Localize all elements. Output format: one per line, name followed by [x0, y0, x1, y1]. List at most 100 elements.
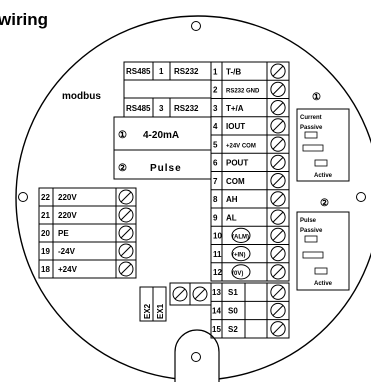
screw-terminal-icon	[270, 81, 286, 97]
screw-terminal-icon	[270, 321, 286, 337]
page-title: wiring	[0, 10, 48, 29]
circled-label-ring	[231, 246, 251, 262]
screw-slot	[120, 263, 132, 275]
terminal-number: 6	[213, 159, 218, 168]
screw-terminal-icon	[118, 189, 134, 205]
rs-cell: 1	[159, 67, 164, 76]
screw-terminal-icon	[118, 207, 134, 223]
terminal-number: 18	[41, 265, 50, 274]
terminal-label: +24V COM	[226, 143, 256, 149]
terminal-label: S2	[228, 325, 238, 334]
terminal-number: 11	[213, 250, 222, 259]
screw-slot	[272, 266, 284, 278]
terminal-label: (0V)	[232, 271, 243, 277]
ex2-label: EX2	[143, 303, 152, 319]
lower-terminal-block: 13 S1 14 S0 15 S2	[210, 282, 290, 339]
terminal-label: S1	[228, 288, 238, 297]
screw-terminal-icon	[270, 118, 286, 134]
pulse-jumper-box: ② Pulse Passive Active	[296, 198, 350, 291]
mounting-hole-left	[18, 192, 28, 202]
screw-slot	[272, 211, 284, 223]
screw-slot	[120, 191, 132, 203]
circled-label-ring	[231, 264, 251, 280]
screw-terminal-icon	[270, 227, 286, 243]
screw-slot	[120, 245, 132, 257]
screw-slot	[272, 286, 284, 298]
rs-cell: RS485	[126, 104, 151, 113]
terminal-label: RS232 GND	[226, 89, 260, 95]
screw-terminal-icon	[270, 264, 286, 280]
screw-slot	[120, 227, 132, 239]
ex1-label: EX1	[156, 303, 165, 319]
rs-cell: 3	[159, 104, 164, 113]
screw-slot	[272, 305, 284, 316]
pulse-box-num: ②	[320, 198, 329, 209]
terminal-number: 4	[213, 122, 218, 131]
terminal-number: 20	[41, 229, 50, 238]
option-label: 4-20mA	[143, 130, 179, 141]
screw-terminal-icon	[270, 154, 286, 170]
option-num: ②	[118, 163, 127, 174]
terminal-label: +24V	[58, 265, 78, 274]
screw-terminal-icon	[270, 302, 286, 319]
screw-terminal-icon	[118, 243, 134, 259]
pulse-box-title: Pulse	[300, 218, 317, 224]
screw-terminal-icon	[118, 261, 134, 277]
terminal-number: 15	[212, 325, 221, 334]
screw-slot	[272, 120, 284, 132]
option-label: Pulse	[150, 163, 182, 174]
terminal-number: 12	[213, 268, 222, 277]
current-jumper-box: ① Current Passive Active	[296, 92, 350, 182]
terminal-number: 5	[213, 140, 218, 149]
screw-terminal-icon	[270, 173, 286, 189]
current-box-passive: Passive	[300, 125, 323, 131]
terminal-label: 220V	[58, 211, 77, 220]
circled-label-ring	[231, 227, 251, 243]
current-box-title: Current	[300, 115, 322, 121]
terminal-label: (+IN)	[232, 253, 246, 259]
terminal-label: (ALM)	[232, 234, 249, 240]
terminal-label: AH	[226, 195, 238, 204]
screw-slot	[120, 209, 132, 221]
terminal-number: 14	[212, 306, 221, 315]
terminal-label: S0	[228, 306, 238, 315]
screw-slot	[272, 65, 284, 77]
screw-slot	[272, 157, 284, 168]
pulse-box-active: Active	[314, 281, 333, 287]
ex-connector-block: EX2 EX1	[139, 282, 212, 322]
screw-slot	[272, 248, 284, 259]
screw-slot	[272, 84, 284, 95]
screw-slot	[272, 102, 284, 113]
terminal-number: 9	[213, 213, 218, 222]
rs-cell: RS232	[174, 67, 199, 76]
terminal-label: T+/A	[226, 104, 244, 113]
mounting-hole-top	[191, 21, 201, 31]
terminal-number: 22	[41, 193, 50, 202]
output-option-box: ① 4-20mA ② Pulse	[113, 116, 212, 180]
current-box-active: Active	[314, 173, 333, 179]
screw-terminal-icon	[270, 136, 286, 152]
terminal-number: 2	[213, 86, 218, 95]
terminal-number: 19	[41, 247, 50, 256]
screw-terminal-icon	[270, 246, 286, 262]
screw-terminal-icon	[270, 209, 286, 225]
terminal-number: 8	[213, 195, 218, 204]
terminal-number: 10	[213, 232, 222, 241]
terminal-label: -24V	[58, 247, 76, 256]
screw-terminal-icon	[118, 225, 134, 241]
screw-slot	[272, 138, 284, 150]
rs-cell: RS232	[174, 104, 199, 113]
screw-slot	[272, 193, 284, 205]
terminal-number: 13	[212, 288, 221, 297]
terminal-label: COM	[226, 177, 245, 186]
rs-selector-table: RS485 1 RS232 RS485 3 RS232	[123, 61, 212, 118]
screw-slot	[272, 230, 284, 241]
terminal-number: 21	[41, 211, 50, 220]
terminal-label: POUT	[226, 159, 248, 168]
mounting-hole-right	[356, 192, 366, 202]
terminal-label: 220V	[58, 193, 77, 202]
current-box-num: ①	[312, 92, 321, 103]
terminal-label: IOUT	[226, 122, 245, 131]
